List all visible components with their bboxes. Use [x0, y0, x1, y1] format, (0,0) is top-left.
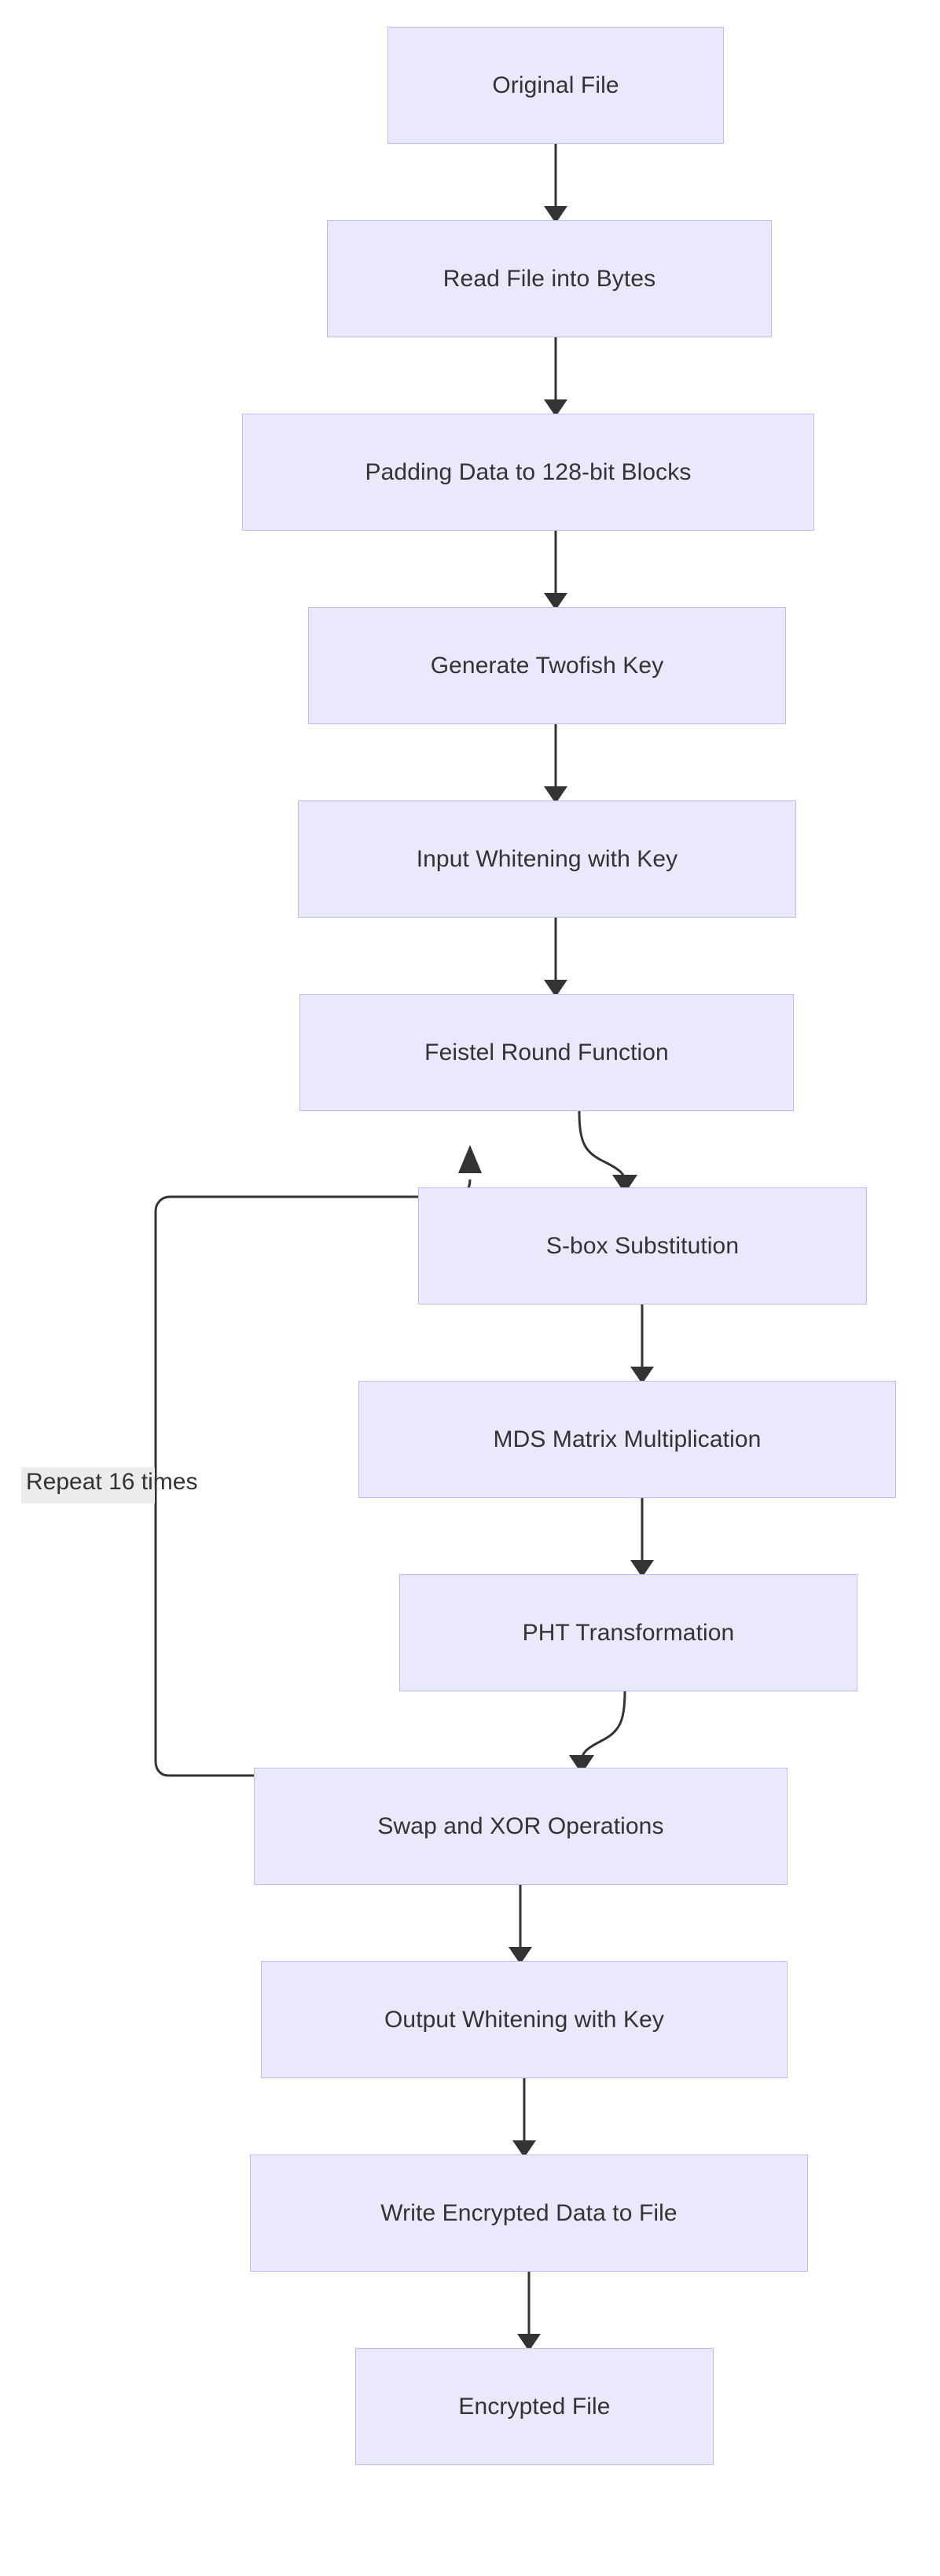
node-swap-and-xor-operations[interactable]: Swap and XOR Operations: [254, 1768, 788, 1885]
node-input-whitening-with-key[interactable]: Input Whitening with Key: [298, 800, 796, 918]
node-feistel-round-function[interactable]: Feistel Round Function: [299, 994, 794, 1111]
edge-write-encrypted-to-encrypted-file: [517, 2272, 541, 2351]
node-generate-twofish-key[interactable]: Generate Twofish Key: [308, 607, 786, 724]
edge-padding-data-to-generate-key: [544, 531, 567, 610]
edge-mds-matrix-to-pht-transformation: [630, 1498, 654, 1577]
edge-output-whitening-to-write-encrypted: [512, 2078, 536, 2158]
edge-swap-xor-to-output-whitening: [509, 1885, 532, 1964]
node-read-file-into-bytes[interactable]: Read File into Bytes: [327, 220, 772, 337]
edge-generate-key-to-input-whitening: [544, 724, 567, 804]
node-label: Swap and XOR Operations: [377, 1813, 664, 1839]
node-label: Write Encrypted Data to File: [380, 2200, 677, 2226]
node-label: Generate Twofish Key: [430, 653, 664, 679]
edge-feistel-round-to-sbox-substitution: [578, 1110, 637, 1194]
node-label: Output Whitening with Key: [384, 2007, 664, 2033]
node-label: Original File: [492, 72, 619, 98]
node-encrypted-file[interactable]: Encrypted File: [355, 2348, 714, 2465]
edge-pht-transformation-to-swap-xor: [569, 1691, 626, 1774]
edge-read-file-to-padding-data: [544, 337, 567, 417]
node-output-whitening-with-key[interactable]: Output Whitening with Key: [261, 1961, 788, 2078]
edge-sbox-substitution-to-mds-matrix: [630, 1305, 654, 1384]
node-label: S-box Substitution: [545, 1233, 740, 1259]
edge-input-whitening-to-feistel-round: [544, 918, 567, 997]
edge-original-file-to-read-file: [544, 144, 567, 223]
node-mds-matrix-multiplication[interactable]: MDS Matrix Multiplication: [358, 1381, 896, 1498]
node-padding-data-to-128-bit-blocks[interactable]: Padding Data to 128-bit Blocks: [242, 414, 814, 531]
edge-label-repeat-16-times: Repeat 16 times: [21, 1467, 197, 1503]
node-label: Read File into Bytes: [442, 266, 656, 292]
node-original-file[interactable]: Original File: [387, 27, 724, 144]
node-label: Encrypted File: [458, 2394, 611, 2420]
node-label: PHT Transformation: [522, 1620, 735, 1646]
node-label: Padding Data to 128-bit Blocks: [365, 459, 692, 485]
node-write-encrypted-data-to-file[interactable]: Write Encrypted Data to File: [250, 2155, 808, 2272]
node-s-box-substitution[interactable]: S-box Substitution: [418, 1187, 867, 1305]
node-pht-transformation[interactable]: PHT Transformation: [399, 1574, 857, 1691]
node-label: MDS Matrix Multiplication: [493, 1426, 762, 1452]
node-label: Input Whitening with Key: [416, 846, 678, 872]
node-label: Feistel Round Function: [424, 1040, 669, 1065]
